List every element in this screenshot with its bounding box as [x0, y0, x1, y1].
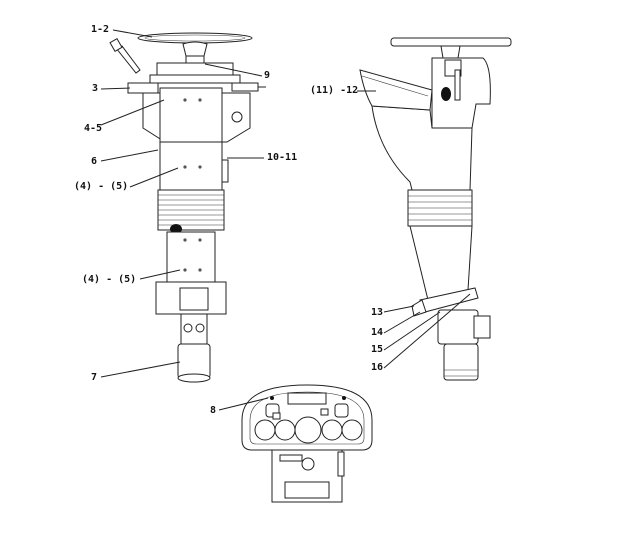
- tilt-lever: [109, 37, 141, 74]
- leader-7: [100, 361, 181, 378]
- leader-3: [100, 87, 131, 90]
- callout-16: 16: [371, 362, 384, 373]
- side-lower-column: [409, 225, 473, 301]
- bellows-side: [407, 189, 473, 227]
- leader-1-2: [112, 29, 153, 38]
- leader-15: [383, 311, 441, 351]
- lower-tube: [166, 231, 216, 283]
- front-view-assembly: [109, 32, 266, 383]
- callout-4-5: 4-5: [84, 123, 103, 134]
- gauge-1: [254, 419, 276, 441]
- bellows-front: [157, 189, 225, 231]
- leader-14: [383, 311, 421, 334]
- dash-panel-piece: [359, 69, 433, 111]
- leader-9: [204, 63, 263, 77]
- leader-4-5-b: [139, 269, 181, 280]
- universal-joint: [177, 313, 211, 383]
- upper-housing: [156, 62, 234, 76]
- side-lower-joint: [437, 309, 491, 381]
- callout-14: 14: [371, 327, 384, 338]
- callout-7: 7: [91, 372, 98, 383]
- leader-8: [218, 397, 269, 411]
- leader-4-5: [100, 99, 165, 126]
- leader-13: [383, 305, 415, 313]
- gauge-5: [341, 419, 363, 441]
- callout-3: 3: [92, 83, 99, 94]
- steering-wheel-side: [390, 37, 512, 59]
- leader-16: [383, 293, 471, 369]
- callout-10-11: 10-11: [267, 152, 298, 163]
- panel-label-plate: [284, 481, 330, 499]
- instrument-panel: [241, 384, 373, 503]
- leader-4-5-a: [129, 167, 179, 188]
- callout-6: 6: [91, 156, 98, 167]
- gauge-2: [274, 419, 296, 441]
- display-window: [287, 392, 327, 405]
- callout-13: 13: [371, 307, 384, 318]
- callout-11-12: (11) -12: [310, 85, 359, 96]
- callout-1-2: 1-2: [91, 24, 110, 35]
- upper-tube: [159, 141, 223, 191]
- steering-wheel-front: [137, 32, 253, 64]
- gauge-4: [321, 419, 343, 441]
- side-upper-column: [371, 105, 473, 191]
- side-view-assembly: [359, 37, 512, 381]
- callout-15: 15: [371, 344, 384, 355]
- leader-lines: [100, 29, 471, 411]
- callout-9: 9: [264, 70, 271, 81]
- callout-8: 8: [210, 405, 217, 416]
- leader-6: [100, 149, 159, 162]
- callout-4-5-paren-b: (4) - (5): [82, 274, 137, 285]
- gauge-3: [294, 416, 322, 444]
- callout-4-5-paren-a: (4) - (5): [74, 181, 129, 192]
